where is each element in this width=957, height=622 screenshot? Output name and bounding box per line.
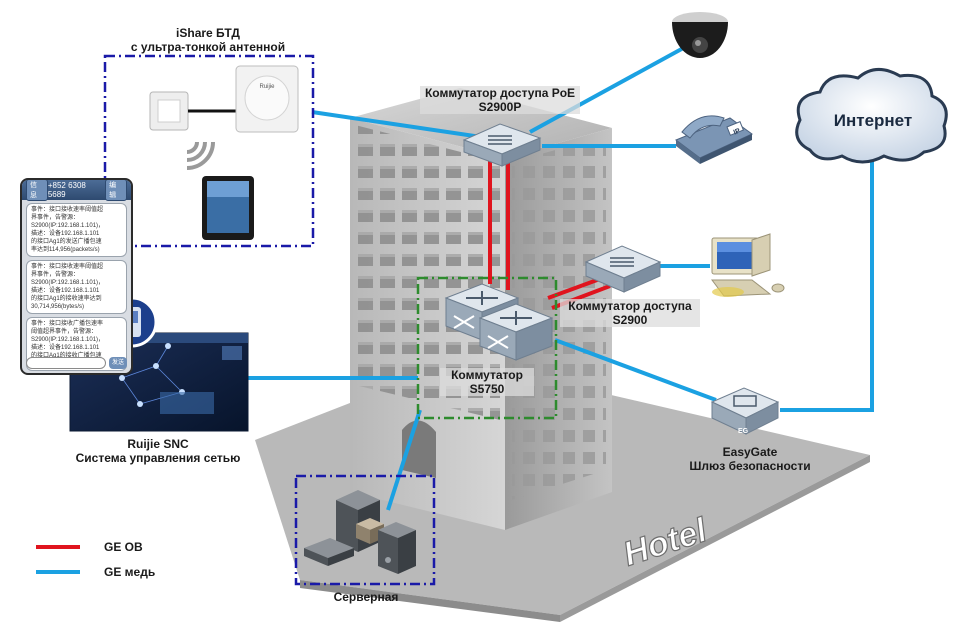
server-tower-icon-2 xyxy=(378,522,416,574)
ishare-title: iShare БТД xyxy=(176,26,240,40)
easygate-name: EasyGate xyxy=(722,445,778,459)
sms-compose-input[interactable] xyxy=(26,357,106,369)
easygate-icon: EG xyxy=(710,387,780,435)
core-group-box xyxy=(416,276,558,420)
legend-copper-label: GE медь xyxy=(104,565,156,579)
poe-switch-icon xyxy=(462,123,542,167)
core-switch-model: S5750 xyxy=(469,382,505,396)
building-front-windows xyxy=(355,125,500,420)
sms-message-line: 描述：设备192.168.1.101 xyxy=(31,345,100,351)
sms-message-line: 30,714,956(bytes/s) xyxy=(31,304,85,310)
snc-name: Ruijie SNC xyxy=(127,437,189,451)
sms-message-bubble: 事件：接口接收速率阈值超界事件，告警源： S2900(IP:192.168.1.1… xyxy=(26,260,127,314)
building-top xyxy=(350,88,612,158)
poe-switch-label: Коммутатор доступа PoE S2900P xyxy=(420,86,580,114)
phone-number: +852 6308 5689 xyxy=(47,181,86,199)
sms-message-bubble: 事件：接口接收速率阈值超界事件，告警源： S2900(IP:192.168.1.1… xyxy=(26,203,127,257)
ishare-group-box xyxy=(103,54,315,248)
access-switch-name: Коммутатор доступа xyxy=(568,299,692,313)
sms-message-line: 描述：设备192.168.1.101 xyxy=(31,231,100,237)
ishare-label: iShare БТД с ультра-тонкой антенной xyxy=(128,26,288,54)
ground-plate-edge xyxy=(300,580,560,622)
ip-camera-icon xyxy=(672,12,728,58)
snc-desc: Система управления сетью xyxy=(75,451,241,465)
smartphone-sms-screen: 信息 +852 6308 5689 编辑 事件：接口接收速率阈值超界事件，告警源… xyxy=(20,178,133,375)
sms-message-line: 界事件，告警源： xyxy=(31,272,80,278)
snc-label: Ruijie SNC Система управления сетью xyxy=(60,437,256,465)
phone-back-button[interactable]: 信息 xyxy=(26,180,48,201)
sms-message-list: 事件：接口接收速率阈值超界事件，告警源： S2900(IP:192.168.1.1… xyxy=(22,203,131,371)
sms-message-line: 事件：接口接收速率阈值超 xyxy=(31,264,104,270)
svg-text:IP: IP xyxy=(733,127,742,136)
sms-message-line: 界事件，告警源： xyxy=(31,215,80,221)
sms-message-line: 描述：设备192.168.1.101 xyxy=(31,288,100,294)
easygate-desc: Шлюз безопасности xyxy=(689,459,811,473)
server-room-label: Серверная xyxy=(333,590,399,604)
sms-message-line: S2900(IP:192.168.1.101)， xyxy=(31,280,105,286)
poe-switch-name: Коммутатор доступа PoE xyxy=(424,86,576,100)
sms-message-line: 的接口Ag1的接收速率达到 xyxy=(31,296,102,302)
sms-message-line: 事件：接口接收广播包速率 xyxy=(31,321,104,327)
sms-message-line: 事件：接口接收速率阈值超 xyxy=(31,207,104,213)
sms-message-line: 阈值超界事件，告警源： xyxy=(31,329,98,335)
desktop-pc-icon xyxy=(711,233,785,297)
access-point-icon: Ruijie xyxy=(235,65,299,133)
easygate-label: EasyGate Шлюз безопасности xyxy=(680,445,820,473)
sms-send-button[interactable]: 发送 xyxy=(109,357,127,369)
thin-antenna-icon xyxy=(149,91,189,131)
ground-plate-edge-right xyxy=(560,455,870,622)
sms-message-line: 率达到114,956(packets/s) xyxy=(31,247,100,253)
link-ap-poe xyxy=(311,110,489,140)
access-switch-icon xyxy=(584,245,662,293)
phone-edit-button[interactable]: 编辑 xyxy=(105,180,127,201)
sms-message-line: 的接口Ag1的发送广播包速 xyxy=(31,239,102,245)
ip-phone-icon: IP xyxy=(674,115,753,164)
phone-title-bar: 信息 +852 6308 5689 编辑 xyxy=(22,180,131,201)
sms-message-line: S2900(IP:192.168.1.101)， xyxy=(31,223,105,229)
core-switch-icon-2 xyxy=(478,303,554,361)
link-eg-internet xyxy=(780,160,874,412)
phone-compose-bar: 发送 xyxy=(26,357,127,369)
copper-links xyxy=(248,38,874,511)
svg-text:EG: EG xyxy=(738,428,749,435)
core-switch-name: Коммутатор xyxy=(451,368,523,382)
access-switch-label: Коммутатор доступа S2900 xyxy=(560,299,700,327)
core-switch-label: Коммутатор S5750 xyxy=(440,368,534,396)
nas-box-icon xyxy=(304,538,354,566)
link-camera-poe xyxy=(529,38,699,134)
wifi-waves-icon xyxy=(186,141,215,170)
access-switch-model: S2900 xyxy=(612,313,648,327)
sms-message-line: 的接口Ag1的接收广播包速 xyxy=(31,353,102,359)
internet-label: Интернет xyxy=(833,111,913,130)
ishare-subtitle: с ультра-тонкой антенной xyxy=(130,40,286,54)
tablet-icon xyxy=(202,176,254,240)
poe-switch-model: S2900P xyxy=(478,100,522,114)
building-side-windows xyxy=(512,136,606,500)
svg-text:Ruijie: Ruijie xyxy=(259,84,275,90)
link-core-eg xyxy=(554,338,717,402)
legend-fiber-label: GE OB xyxy=(104,540,143,554)
sms-message-line: S2900(IP:192.168.1.101)， xyxy=(31,337,105,343)
internet-cloud-icon xyxy=(795,68,948,164)
link-core-server xyxy=(386,409,422,511)
server-group-box xyxy=(294,474,436,586)
